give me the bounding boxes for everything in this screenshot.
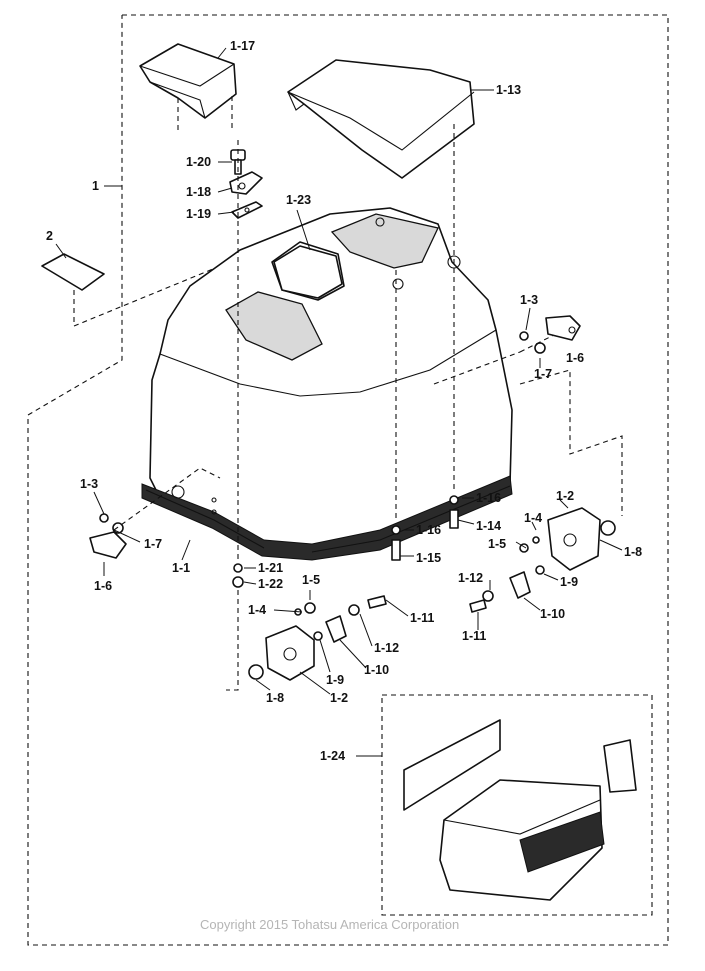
part-1-17-cover[interactable]	[139, 43, 237, 119]
part-1-9-right-washer[interactable]	[535, 565, 545, 575]
label-2: 2	[46, 229, 53, 243]
part-1-7-right-oring[interactable]	[534, 342, 546, 354]
label-1-15: 1-15	[416, 551, 441, 565]
label-1-12-left: 1-12	[374, 641, 399, 655]
part-1-3-left-screw[interactable]	[99, 513, 109, 523]
label-1-11-right: 1-11	[462, 629, 486, 643]
part-1-23-seal[interactable]	[273, 245, 343, 299]
label-1-9-right: 1-9	[560, 575, 578, 589]
copyright-text: Copyright 2015 Tohatsu America Corporati…	[200, 917, 459, 932]
decal-set-boundary	[381, 694, 653, 916]
label-1-24: 1-24	[320, 749, 345, 763]
label-1-12-right: 1-12	[458, 571, 483, 585]
part-1-5-left-nut[interactable]	[304, 602, 316, 614]
part-1-2-left-bracket[interactable]	[265, 625, 315, 681]
label-1-20: 1-20	[186, 155, 211, 169]
part-1-14-bolt[interactable]	[449, 509, 459, 529]
assembly-boundary	[27, 14, 669, 946]
part-1-16-washer-left[interactable]	[391, 525, 401, 535]
part-1-2-right-bracket[interactable]	[547, 507, 601, 571]
leader-lines	[55, 47, 623, 757]
part-1-15-bolt[interactable]	[391, 539, 401, 561]
label-1-10-right: 1-10	[540, 607, 565, 621]
label-1-18: 1-18	[186, 185, 211, 199]
label-1-16-right: 1-16	[476, 491, 501, 505]
label-1-16-left: 1-16	[416, 523, 441, 537]
part-1-13-top-cover[interactable]	[287, 59, 475, 179]
label-1-7-right: 1-7	[534, 367, 552, 381]
part-1-16-washer-right[interactable]	[449, 495, 459, 505]
part-1-10-right-lever[interactable]	[509, 571, 531, 599]
part-1-24-decal-set[interactable]	[403, 719, 637, 901]
label-1-11-left: 1-11	[410, 611, 434, 625]
label-1-1: 1-1	[172, 561, 190, 575]
label-1-21: 1-21	[258, 561, 283, 575]
label-1-7-left: 1-7	[144, 537, 162, 551]
label-1-4-left: 1-4	[248, 603, 266, 617]
label-1-17: 1-17	[230, 39, 255, 53]
part-1-21-washer[interactable]	[233, 563, 243, 573]
label-1-3-left: 1-3	[80, 477, 98, 491]
part-1-6-left-clamp[interactable]	[89, 531, 127, 559]
label-1-23: 1-23	[286, 193, 311, 207]
label-1-2-left: 1-2	[330, 691, 348, 705]
part-1-3-right-screw[interactable]	[519, 331, 529, 341]
label-1-6-right: 1-6	[566, 351, 584, 365]
part-1-11-left-bolt[interactable]	[367, 595, 387, 609]
label-1: 1	[92, 179, 99, 193]
label-1-4-right: 1-4	[524, 511, 542, 525]
callout-labels: 1-17 1-13 1 1-20 1-18 1-19 1-23 2 1-3 1-…	[46, 39, 642, 763]
part-1-8-right-grommet[interactable]	[600, 520, 616, 536]
label-1-8-right: 1-8	[624, 545, 642, 559]
label-1-9-left: 1-9	[326, 673, 344, 687]
label-1-5-right: 1-5	[488, 537, 506, 551]
label-1-5-left: 1-5	[302, 573, 320, 587]
part-1-9-left-washer[interactable]	[313, 631, 323, 641]
label-1-8-left: 1-8	[266, 691, 284, 705]
part-1-4-right-washer[interactable]	[532, 536, 540, 544]
part-1-6-right-clamp[interactable]	[545, 315, 581, 341]
part-1-10-left-lever[interactable]	[325, 615, 347, 643]
part-2-label[interactable]	[41, 253, 105, 291]
part-1-12-left-washer[interactable]	[348, 604, 360, 616]
label-1-10-left: 1-10	[364, 663, 389, 677]
part-1-11-right-bolt[interactable]	[469, 599, 487, 613]
part-1-18-latch-hook[interactable]	[229, 171, 263, 195]
label-1-6-left: 1-6	[94, 579, 112, 593]
part-1-12-right-washer[interactable]	[482, 590, 494, 602]
label-1-13: 1-13	[496, 83, 521, 97]
label-1-3-right: 1-3	[520, 293, 538, 307]
label-1-22: 1-22	[258, 577, 283, 591]
part-1-19-latch-plate[interactable]	[231, 201, 263, 219]
part-1-8-left-grommet[interactable]	[248, 664, 264, 680]
label-1-2-right: 1-2	[556, 489, 574, 503]
part-1-1-cowl-body[interactable]	[141, 207, 513, 561]
label-1-14: 1-14	[476, 519, 501, 533]
label-1-19: 1-19	[186, 207, 211, 221]
part-1-22-nut[interactable]	[232, 576, 244, 588]
